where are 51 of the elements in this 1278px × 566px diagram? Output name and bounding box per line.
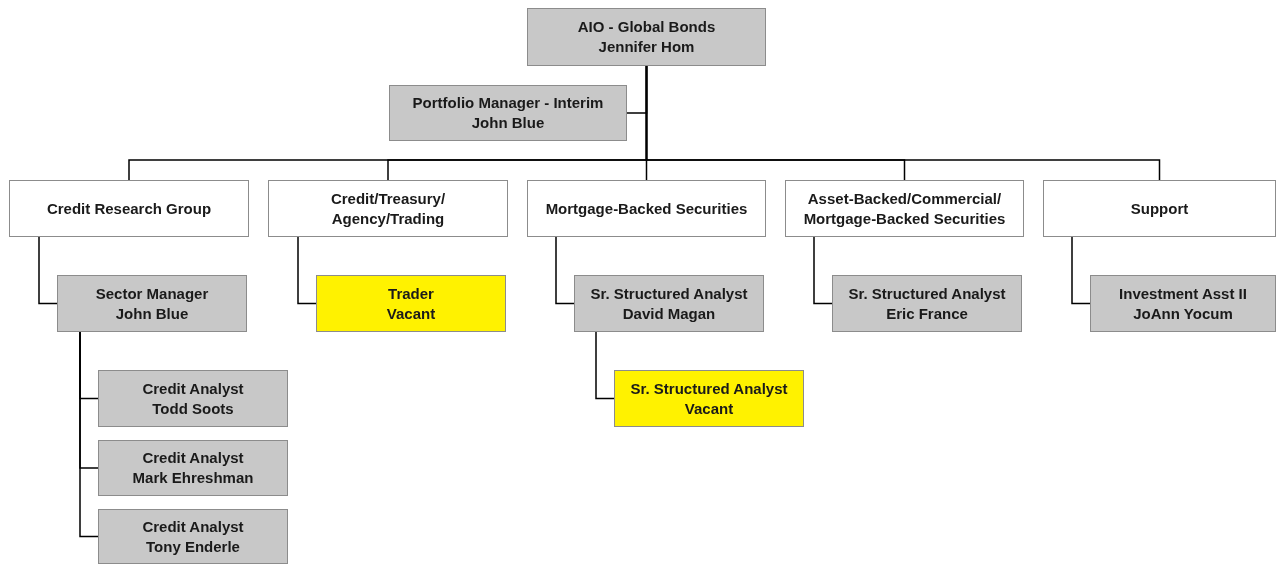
position-title: Trader [388, 283, 434, 304]
person-name: John Blue [471, 113, 545, 133]
position-title: Portfolio Manager - Interim [412, 93, 604, 113]
person-name: John Blue [115, 303, 189, 324]
position-box [57, 275, 247, 332]
position-box [1090, 275, 1276, 332]
group-name: Mortgage-Backed Securities [545, 198, 748, 219]
connector-line [1071, 236, 1091, 305]
group-name: Asset-Backed/Commercial/ Mortgage-Backed Securities [802, 188, 1007, 229]
group-name: Credit Research Group [46, 198, 212, 219]
connector-line [595, 331, 615, 400]
position-box [98, 370, 288, 427]
position-title: Sr. Structured Analyst [630, 378, 788, 399]
connector-line [645, 65, 1161, 181]
position-box [98, 509, 288, 564]
group-box [527, 180, 766, 237]
position-title: Sr. Structured Analyst [848, 283, 1006, 304]
person-name: Mark Ehreshman [132, 468, 254, 488]
position-box [527, 8, 766, 66]
person-name: Vacant [684, 398, 734, 419]
group-box [268, 180, 508, 237]
position-title: Credit Analyst [142, 448, 244, 468]
person-name: JoAnn Yocum [1133, 303, 1233, 324]
person-name: David Magan [622, 303, 716, 324]
connector-line [555, 236, 575, 305]
position-title: Sr. Structured Analyst [590, 283, 748, 304]
person-name: Eric France [886, 303, 968, 324]
position-box [389, 85, 627, 141]
position-title: AIO - Global Bonds [577, 17, 716, 37]
connector-line [297, 236, 317, 305]
vacant-position-box [316, 275, 506, 332]
position-title: Credit Analyst [142, 516, 244, 537]
connector-line [38, 236, 58, 305]
group-box [9, 180, 249, 237]
position-title: Credit Analyst [142, 378, 244, 399]
position-box [98, 440, 288, 496]
connector-line [813, 236, 833, 305]
position-box [574, 275, 764, 332]
person-name: Jennifer Hom [598, 37, 695, 57]
person-name: Tony Enderle [146, 536, 240, 557]
group-name: Support [1130, 198, 1189, 219]
person-name: Todd Soots [152, 398, 234, 419]
position-title: Sector Manager [95, 283, 209, 304]
group-box [1043, 180, 1276, 237]
connector-line [79, 331, 99, 538]
position-title: Investment Asst II [1119, 283, 1247, 304]
vacant-position-box [614, 370, 804, 427]
group-box [785, 180, 1024, 237]
position-box [832, 275, 1022, 332]
person-name: Vacant [386, 303, 436, 324]
group-name: Credit/Treasury/ Agency/Trading [329, 188, 447, 229]
